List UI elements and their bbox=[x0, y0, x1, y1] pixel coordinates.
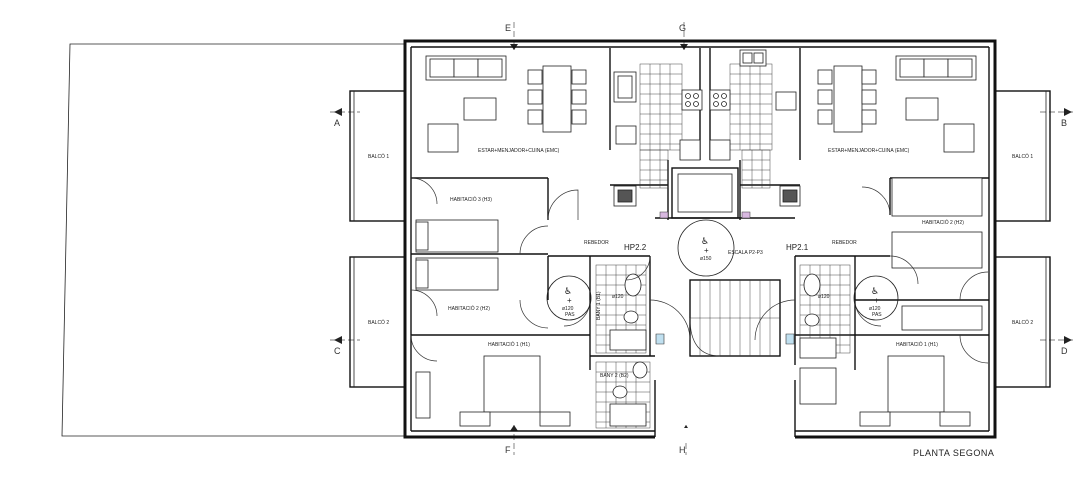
room-label-bath2-left: BANY 2 (B2) bbox=[600, 373, 629, 379]
room-label-living-left: ESTAR+MENJADOR+CUINA (EMC) bbox=[478, 148, 560, 154]
balconies bbox=[349, 90, 1051, 388]
beds-left bbox=[415, 219, 571, 427]
room-label-bed2-left: HABITACIÓ 2 (H2) bbox=[448, 305, 490, 312]
pas-label: PAS bbox=[872, 312, 882, 318]
room-labels: ESTAR+MENJADOR+CUINA (EMC) ESTAR+MENJADO… bbox=[368, 148, 1033, 379]
accessibility-icon: ♿ bbox=[564, 287, 572, 297]
diameter-120-label: ø120 bbox=[818, 294, 830, 300]
diameter-150-label: ø150 bbox=[700, 256, 712, 262]
accessibility-labels: ♿ + ø150 ♿ + ø120 PAS ♿ + ø120 PAS ø120 … bbox=[562, 237, 882, 318]
turning-circle-120-right bbox=[853, 275, 899, 321]
room-label-balcony2-left: BALCÓ 2 bbox=[368, 319, 389, 326]
room-label-bed1-left: HABITACIÓ 1 (H1) bbox=[488, 341, 530, 348]
axis-label-b: B bbox=[1061, 118, 1067, 128]
accessibility-plus: + bbox=[567, 296, 572, 305]
bath-fixtures bbox=[609, 211, 837, 427]
stair-label: ESCALA P2-P3 bbox=[728, 250, 763, 256]
room-label-bath1-left: BANY 1 (B1) bbox=[596, 291, 602, 320]
axis-label-a: A bbox=[334, 118, 340, 128]
pas-label: PAS bbox=[565, 312, 575, 318]
unit-label-right: HP2.1 bbox=[786, 243, 809, 252]
axis-label-d: D bbox=[1061, 346, 1068, 356]
kitchen-tiles bbox=[639, 63, 773, 189]
turning-circle-120-left bbox=[546, 275, 592, 321]
kitchen-fixtures bbox=[613, 49, 801, 207]
room-label-bed3-left: HABITACIÓ 3 (H3) bbox=[450, 196, 492, 203]
room-label-balcony2-right: BALCÓ 2 bbox=[1012, 319, 1033, 326]
plan-title: PLANTA SEGONA bbox=[913, 448, 994, 458]
axis-label-e: E bbox=[505, 23, 511, 33]
beds-right bbox=[799, 177, 983, 427]
accessibility-circles bbox=[546, 219, 899, 321]
exterior-walls bbox=[403, 39, 997, 440]
room-label-balcony1-left: BALCÓ 1 bbox=[368, 153, 389, 160]
living-furniture-left bbox=[425, 55, 587, 153]
site-outline bbox=[61, 43, 405, 437]
diameter-120-label: ø120 bbox=[869, 306, 881, 312]
diameter-120-label: ø120 bbox=[612, 294, 624, 300]
staircase bbox=[689, 279, 781, 357]
axis-label-g: G bbox=[679, 23, 686, 33]
diameter-120-label: ø120 bbox=[562, 306, 574, 312]
accessibility-plus: + bbox=[704, 246, 709, 255]
unit-labels: HP2.2 HP2.1 ESCALA P2-P3 bbox=[624, 243, 809, 256]
unit-label-left: HP2.2 bbox=[624, 243, 647, 252]
room-label-bed2-right: HABITACIÓ 2 (H2) bbox=[922, 219, 964, 226]
room-label-bed1-right: HABITACIÓ 1 (H1) bbox=[896, 341, 938, 348]
room-label-balcony1-right: BALCÓ 1 bbox=[1012, 153, 1033, 160]
room-label-hall-left: REBEDOR bbox=[584, 240, 609, 246]
room-label-hall-right: REBEDOR bbox=[832, 240, 857, 246]
turning-circle-150 bbox=[677, 219, 735, 277]
axis-label-c: C bbox=[334, 346, 341, 356]
room-label-living-right: ESTAR+MENJADOR+CUINA (EMC) bbox=[828, 148, 910, 154]
accessibility-icon: ♿ bbox=[701, 237, 709, 247]
living-furniture-right bbox=[817, 55, 977, 153]
accessibility-plus: + bbox=[874, 296, 879, 305]
door-swings bbox=[410, 177, 989, 364]
axis-label-f: F bbox=[505, 445, 511, 455]
accessibility-icon: ♿ bbox=[871, 287, 879, 297]
axis-labels: E G F H A C B D bbox=[334, 23, 1068, 455]
axis-label-h: H bbox=[679, 445, 686, 455]
